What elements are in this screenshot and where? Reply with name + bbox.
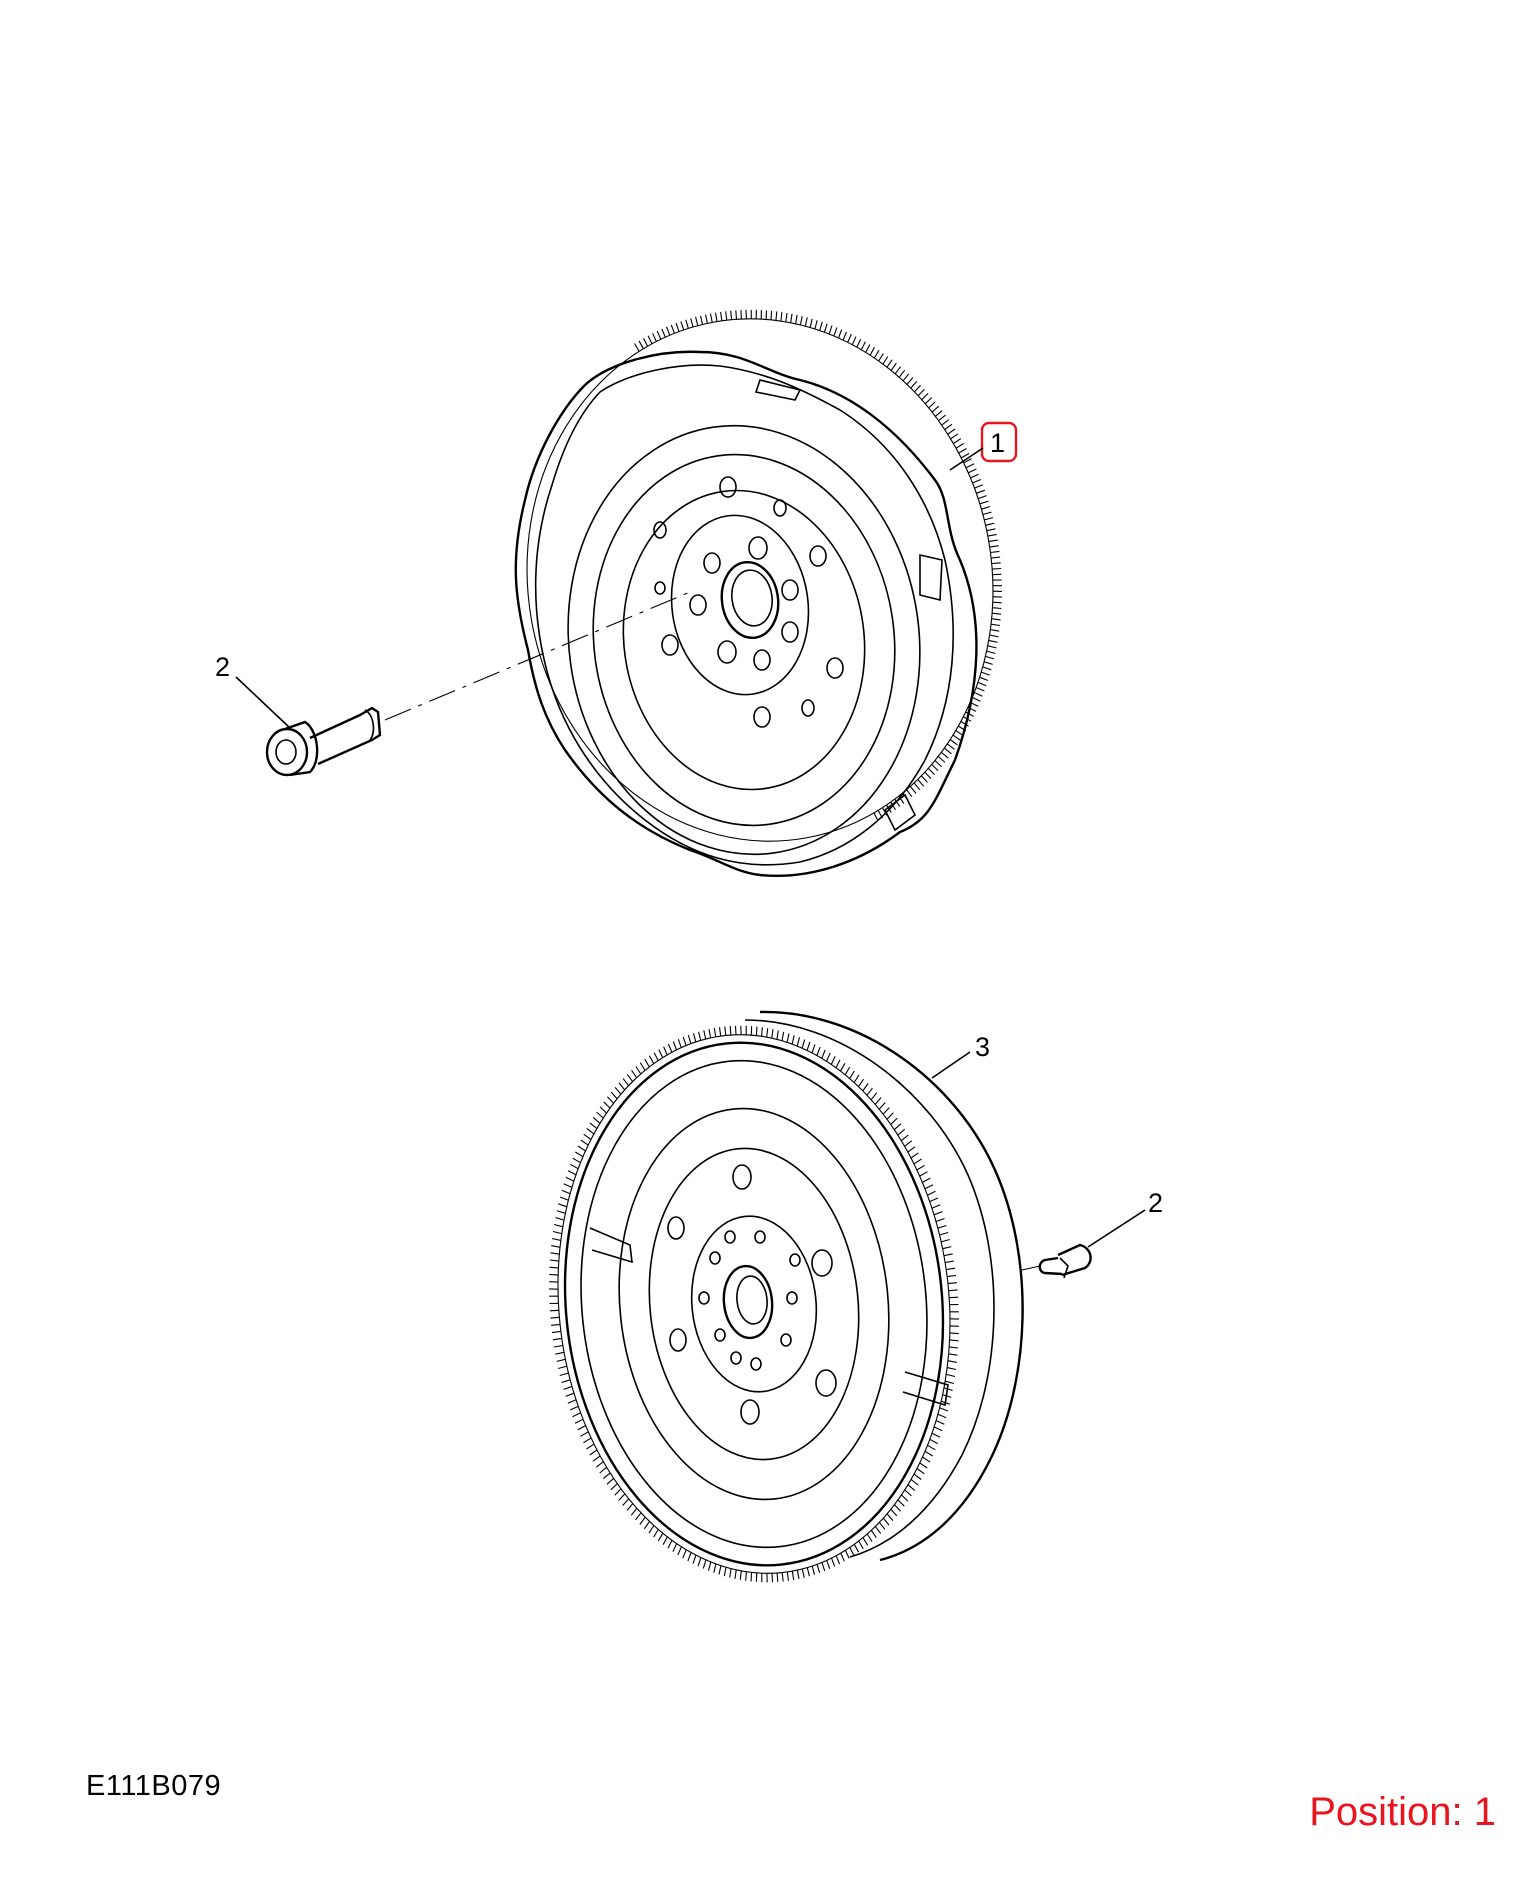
flywheel-face-rim (580, 1059, 928, 1549)
flywheel-bolt-top (265, 706, 382, 777)
ring-gear-teeth-top (526, 309, 1003, 842)
bolt-hole (773, 499, 787, 517)
flywheel-housing-outline (514, 350, 978, 877)
bolt-hole (709, 1251, 721, 1265)
flywheel-face-ring (618, 1107, 890, 1501)
flywheel-rear-edge (759, 1010, 1024, 1562)
callout-2-top[interactable]: 2 (215, 652, 291, 729)
small-bolt-flange (1059, 1257, 1069, 1279)
bolt-hole (730, 1351, 742, 1365)
bolt-hole (786, 1291, 798, 1305)
callout-3-leader (931, 1051, 971, 1079)
bolt-hole (654, 581, 666, 595)
rim-notch (883, 793, 917, 832)
callout-1-label: 1 (990, 428, 1005, 458)
dual-mass-flywheel-top (514, 309, 1003, 877)
hub-outer (670, 514, 810, 696)
position-label: Position: 1 (1309, 1790, 1496, 1834)
bolt-hole (703, 552, 721, 574)
bolt-hole (698, 1291, 710, 1305)
bolt-shank (309, 706, 382, 766)
small-bolt-head (1057, 1243, 1092, 1277)
callout-1-highlight-box (980, 421, 1018, 463)
callout-2-top-label: 2 (215, 652, 230, 682)
bolt-hole (661, 634, 679, 656)
bolt-hole (667, 1216, 685, 1240)
illustration-code: E111B079 (86, 1770, 222, 1802)
gear-tooth-set (634, 309, 1003, 822)
bolt-hole (717, 640, 737, 664)
bolt-hole (781, 621, 799, 643)
callout-2-top-leader (235, 676, 291, 729)
hub-spline-bore (720, 560, 780, 640)
bolt-socket (275, 739, 297, 765)
small-bolt-axis (1021, 1265, 1041, 1271)
gear-root-circle (526, 318, 994, 842)
bolt-hole (753, 649, 771, 671)
bolt-hole (750, 1357, 762, 1371)
flywheel-face-ring-inner (648, 1147, 860, 1461)
gear-root-circle (557, 1034, 951, 1574)
callout-2-bottom-leader (1087, 1209, 1146, 1248)
assembly-axis-line (384, 591, 691, 721)
bolt-hole (781, 579, 799, 601)
callout-3-label: 3 (975, 1032, 990, 1062)
bolt-hole (789, 1253, 801, 1267)
bolt-holes-bottom (667, 1164, 837, 1425)
flywheel-ring-middle (592, 453, 896, 827)
bolt-hole (732, 1164, 752, 1190)
flywheel-hub-ring (690, 1215, 818, 1393)
callout-1[interactable]: 1 (949, 421, 1018, 471)
bolt-hole (754, 1230, 766, 1244)
flywheel-hub-bore-inner (736, 1275, 768, 1325)
flywheel-hub-bore (722, 1264, 774, 1340)
rim-notch (754, 379, 802, 401)
flywheel-bolt-bottom (1021, 1243, 1092, 1279)
face-rib (589, 1227, 633, 1264)
callout-2-bottom[interactable]: 2 (1087, 1188, 1163, 1248)
rim-notch (919, 553, 943, 602)
ring-gear-teeth-bottom (548, 1025, 960, 1583)
bolt-head-end (265, 727, 309, 777)
bolt-thread-start (364, 709, 375, 741)
bolt-hole (653, 521, 667, 539)
bolt-hole (801, 699, 815, 717)
bolt-hole (714, 1328, 726, 1342)
small-bolt-shank (1038, 1256, 1063, 1276)
bolt-hole (748, 536, 768, 560)
bolt-hole (669, 1328, 687, 1352)
bolt-hole (719, 476, 737, 498)
bolt-hole (815, 1369, 837, 1397)
flywheel-bottom (548, 1010, 1024, 1583)
bolt-holes-top (653, 476, 844, 728)
callout-1-leader (949, 447, 984, 471)
bolt-hole (740, 1399, 760, 1425)
bolt-hole (811, 1249, 833, 1277)
flywheel-face-outer (563, 1041, 945, 1567)
hub-bore-inner (731, 569, 773, 627)
flywheel-side-band (744, 1019, 995, 1558)
bolt-hole (753, 706, 771, 728)
bolt-hole (724, 1230, 736, 1244)
bolt-hole (780, 1333, 792, 1347)
flywheel-face-rim (534, 364, 954, 866)
callout-2-bottom-label: 2 (1148, 1188, 1163, 1218)
bolt-hole (826, 657, 844, 679)
gear-tooth-set (548, 1025, 960, 1583)
flywheel-ring-outer (567, 424, 921, 856)
flywheel-ring-inner (622, 489, 866, 791)
face-rib (902, 1371, 949, 1407)
bolt-hole (689, 594, 707, 616)
bolt-hole (809, 545, 827, 567)
bolt-head-body (284, 720, 319, 777)
callout-3[interactable]: 3 (931, 1032, 990, 1079)
